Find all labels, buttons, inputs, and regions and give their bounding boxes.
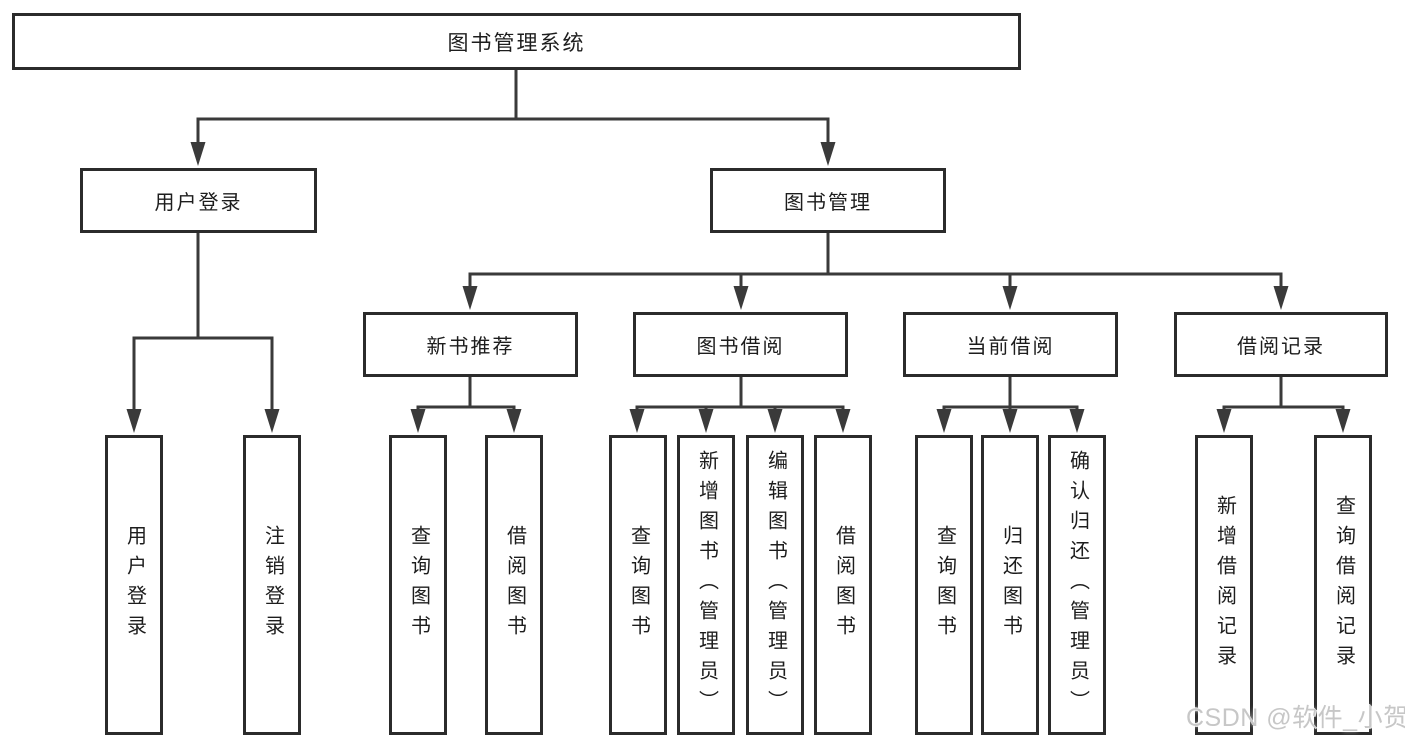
leaf-label: 用户登录 bbox=[123, 525, 146, 645]
leaf-query-borrow-record: 查询借阅记录 bbox=[1314, 435, 1372, 735]
leaf-label: 确认归还（管理员） bbox=[1066, 450, 1089, 720]
node-book-management: 图书管理 bbox=[710, 168, 946, 233]
leaf-label: 查询图书 bbox=[407, 525, 430, 645]
leaf-query-books-recommend: 查询图书 bbox=[389, 435, 447, 735]
leaf-return-books: 归还图书 bbox=[981, 435, 1039, 735]
node-current-borrowing: 当前借阅 bbox=[903, 312, 1118, 377]
leaf-label: 查询借阅记录 bbox=[1332, 495, 1355, 675]
leaf-add-books-admin: 新增图书（管理员） bbox=[677, 435, 735, 735]
csdn-watermark: CSDN @软件_小贺同学 bbox=[1186, 704, 1405, 732]
node-new-book-recommendation: 新书推荐 bbox=[363, 312, 578, 377]
leaf-label: 借阅图书 bbox=[832, 525, 855, 645]
leaf-logout: 注销登录 bbox=[243, 435, 301, 735]
leaf-user-login: 用户登录 bbox=[105, 435, 163, 735]
node-library-management-system: 图书管理系统 bbox=[12, 13, 1021, 70]
leaf-label: 查询图书 bbox=[627, 525, 650, 645]
leaf-label: 新增借阅记录 bbox=[1213, 495, 1236, 675]
leaf-query-books-current: 查询图书 bbox=[915, 435, 973, 735]
node-book-borrowing: 图书借阅 bbox=[633, 312, 848, 377]
leaf-label: 注销登录 bbox=[261, 525, 284, 645]
leaf-label: 编辑图书（管理员） bbox=[764, 450, 787, 720]
leaf-add-borrow-record: 新增借阅记录 bbox=[1195, 435, 1253, 735]
leaf-edit-books-admin: 编辑图书（管理员） bbox=[746, 435, 804, 735]
leaf-label: 新增图书（管理员） bbox=[695, 450, 718, 720]
node-borrowing-records: 借阅记录 bbox=[1174, 312, 1388, 377]
leaf-label: 归还图书 bbox=[999, 525, 1022, 645]
leaf-label: 借阅图书 bbox=[503, 525, 526, 645]
node-user-login: 用户登录 bbox=[80, 168, 317, 233]
leaf-borrow-books-recommend: 借阅图书 bbox=[485, 435, 543, 735]
leaf-query-books-borrowing: 查询图书 bbox=[609, 435, 667, 735]
leaf-label: 查询图书 bbox=[933, 525, 956, 645]
leaf-borrow-books: 借阅图书 bbox=[814, 435, 872, 735]
leaf-confirm-return-admin: 确认归还（管理员） bbox=[1048, 435, 1106, 735]
